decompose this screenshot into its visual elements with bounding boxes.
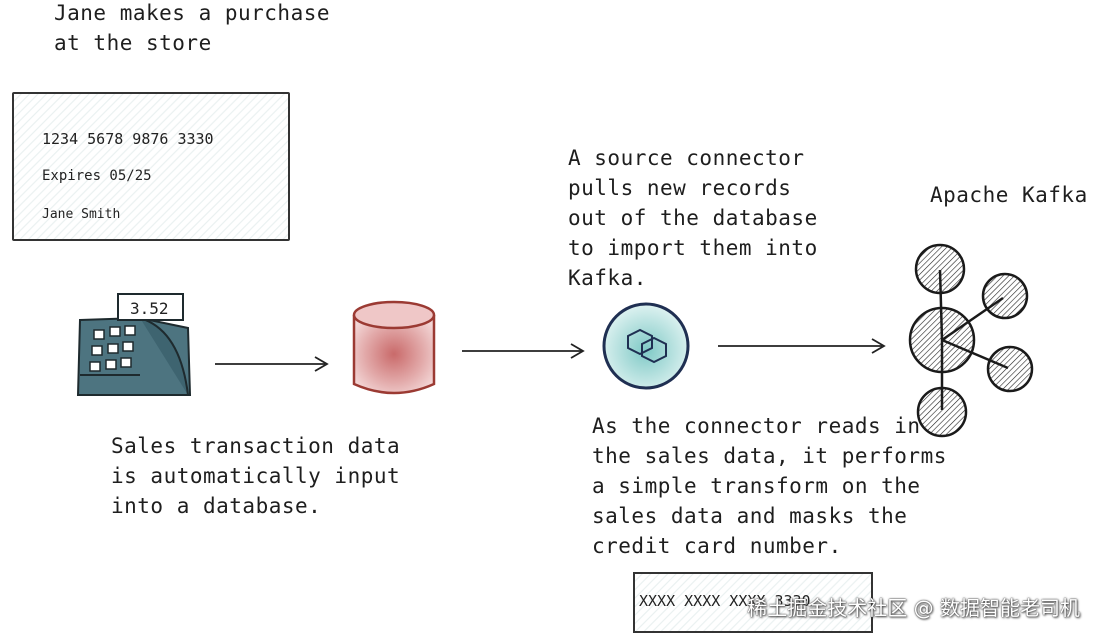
- database-caption-line-1: Sales transaction data: [111, 434, 401, 458]
- cash-register-icon: 3.52: [76, 293, 192, 396]
- card-number: 1234 5678 9876 3330: [42, 130, 214, 148]
- source-connector-line-3: out of the database: [568, 206, 818, 230]
- arrow-register-to-database: [215, 356, 329, 372]
- database-caption: Sales transaction data is automatically …: [111, 431, 400, 521]
- register-display: 3.52: [130, 299, 169, 318]
- source-connector-caption: A source connector pulls new records out…: [568, 143, 818, 293]
- card-holder-name: Jane Smith: [42, 207, 121, 222]
- card-expiry: Expires 05/25: [42, 168, 152, 184]
- credit-card: 1234 5678 9876 3330 Expires 05/25 Jane S…: [12, 92, 290, 241]
- purchase-note: Jane makes a purchase at the store: [54, 0, 330, 58]
- watermark: 稀土掘金技术社区 @ 数据智能老司机: [747, 596, 1080, 620]
- masked-card: XXXX XXXX XXXX 3330: [633, 572, 873, 633]
- database-caption-line-2: is automatically input: [111, 464, 401, 488]
- masked-card-number: XXXX XXXX XXXX 3330: [639, 592, 811, 610]
- transform-caption-line-2: the sales data, it performs: [592, 444, 947, 468]
- database-caption-line-3: into a database.: [111, 494, 322, 518]
- purchase-note-line-1: Jane makes a purchase: [54, 1, 331, 25]
- transform-caption-line-5: credit card number.: [592, 534, 842, 558]
- transform-caption: As the connector reads in the sales data…: [592, 411, 947, 561]
- kafka-label: Apache Kafka: [930, 183, 1088, 207]
- transform-caption-line-1: As the connector reads in: [592, 414, 921, 438]
- arrow-database-to-connector: [462, 343, 585, 359]
- source-connector-line-1: A source connector: [568, 146, 805, 170]
- kafka-logo-icon: [908, 243, 1034, 438]
- source-connector-line-4: to import them into: [568, 236, 818, 260]
- source-connector-line-5: Kafka.: [568, 266, 647, 290]
- transform-caption-line-3: a simple transform on the: [592, 474, 921, 498]
- source-connector-line-2: pulls new records: [568, 176, 792, 200]
- connector-icon: [602, 302, 690, 390]
- purchase-note-line-2: at the store: [54, 31, 212, 55]
- transform-caption-line-4: sales data and masks the: [592, 504, 908, 528]
- database-icon: [352, 300, 436, 395]
- arrow-connector-to-kafka: [718, 338, 886, 354]
